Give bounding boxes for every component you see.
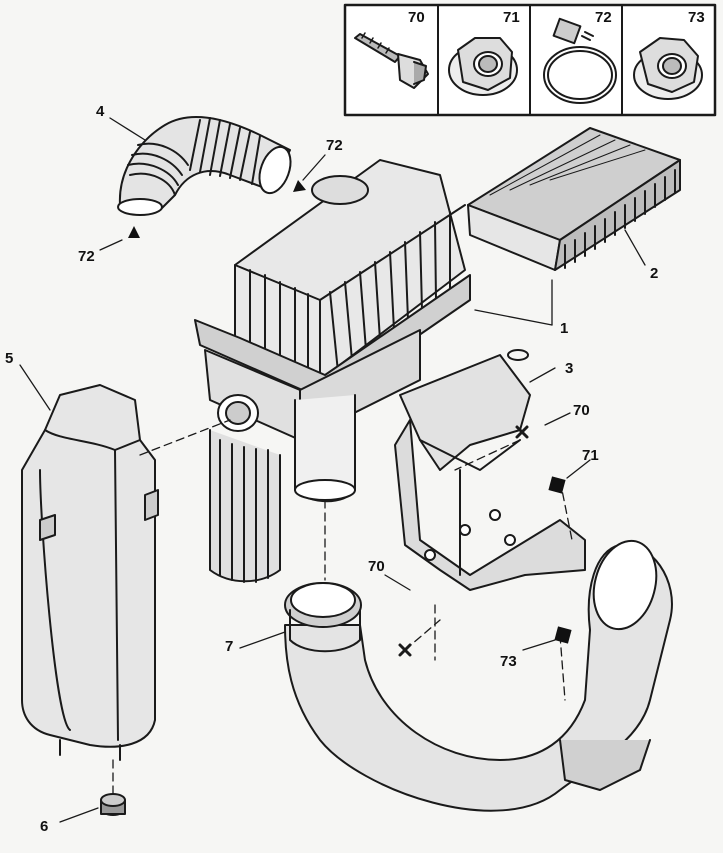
outlet-duct (284, 539, 673, 812)
callout-2: 2 (650, 265, 659, 282)
key-label-72: 72 (595, 9, 612, 26)
grommet (100, 793, 126, 816)
callout-1: 1 (560, 320, 569, 337)
key-label-73: 73 (688, 9, 705, 26)
callout-7: 7 (225, 638, 234, 655)
callout-71: 71 (582, 447, 599, 464)
callout-73: 73 (500, 653, 517, 670)
flange-nut-icon-71 (448, 37, 518, 96)
intake-elbow-hose (117, 116, 292, 216)
flange-nut-icon-73 (633, 37, 703, 100)
square-marker-icon (548, 476, 572, 644)
key-label-71: 71 (503, 9, 520, 26)
callout-70-upper: 70 (573, 402, 590, 419)
hose-clamp-icon (543, 17, 617, 104)
callout-72-housing: 72 (326, 137, 343, 154)
arrow-marker-icon (128, 180, 306, 238)
callout-70-lower: 70 (368, 558, 385, 575)
air-filter-housing (194, 159, 471, 583)
callout-3: 3 (565, 360, 574, 377)
screw-icon (354, 32, 429, 89)
cross-marker-icon (398, 425, 529, 657)
filter-element (467, 127, 681, 271)
callout-72-hose: 72 (78, 248, 95, 265)
mounting-bracket (394, 349, 586, 591)
key-label-70: 70 (408, 9, 425, 26)
callout-4: 4 (96, 103, 105, 120)
callout-6: 6 (40, 818, 49, 835)
assembly-lines (112, 419, 573, 796)
callout-5: 5 (5, 350, 14, 367)
leader-lines (19, 117, 646, 823)
resonator-box (21, 384, 159, 761)
